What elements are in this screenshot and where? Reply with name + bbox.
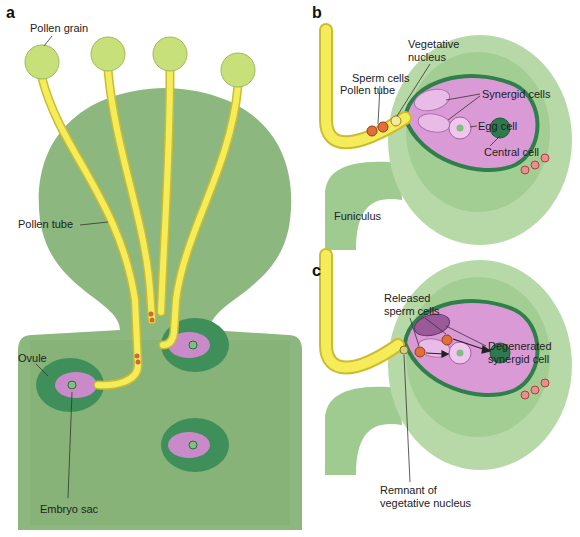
panel-letter: b	[312, 4, 322, 22]
part-label: Central cell	[484, 146, 539, 159]
part-label: Funiculus	[334, 210, 381, 223]
panel-letter: a	[6, 4, 15, 22]
part-label: Degenerated synergid cell	[488, 340, 574, 366]
part-label: Egg cell	[478, 120, 517, 133]
part-label: Embryo sac	[40, 503, 98, 516]
part-label: Remnant of vegetative nucleus	[380, 484, 480, 510]
part-label: Released sperm cells	[384, 292, 454, 318]
part-label: Pollen tube	[340, 84, 395, 97]
part-label: Synergid cells	[482, 88, 550, 101]
panel-letter: c	[312, 262, 321, 280]
part-label: Pollen grain	[30, 22, 88, 35]
part-label: Pollen tube	[18, 218, 73, 231]
part-label: Vegetative nucleus	[408, 38, 474, 64]
part-label: Sperm cells	[352, 72, 409, 85]
part-label: Ovule	[18, 352, 47, 365]
